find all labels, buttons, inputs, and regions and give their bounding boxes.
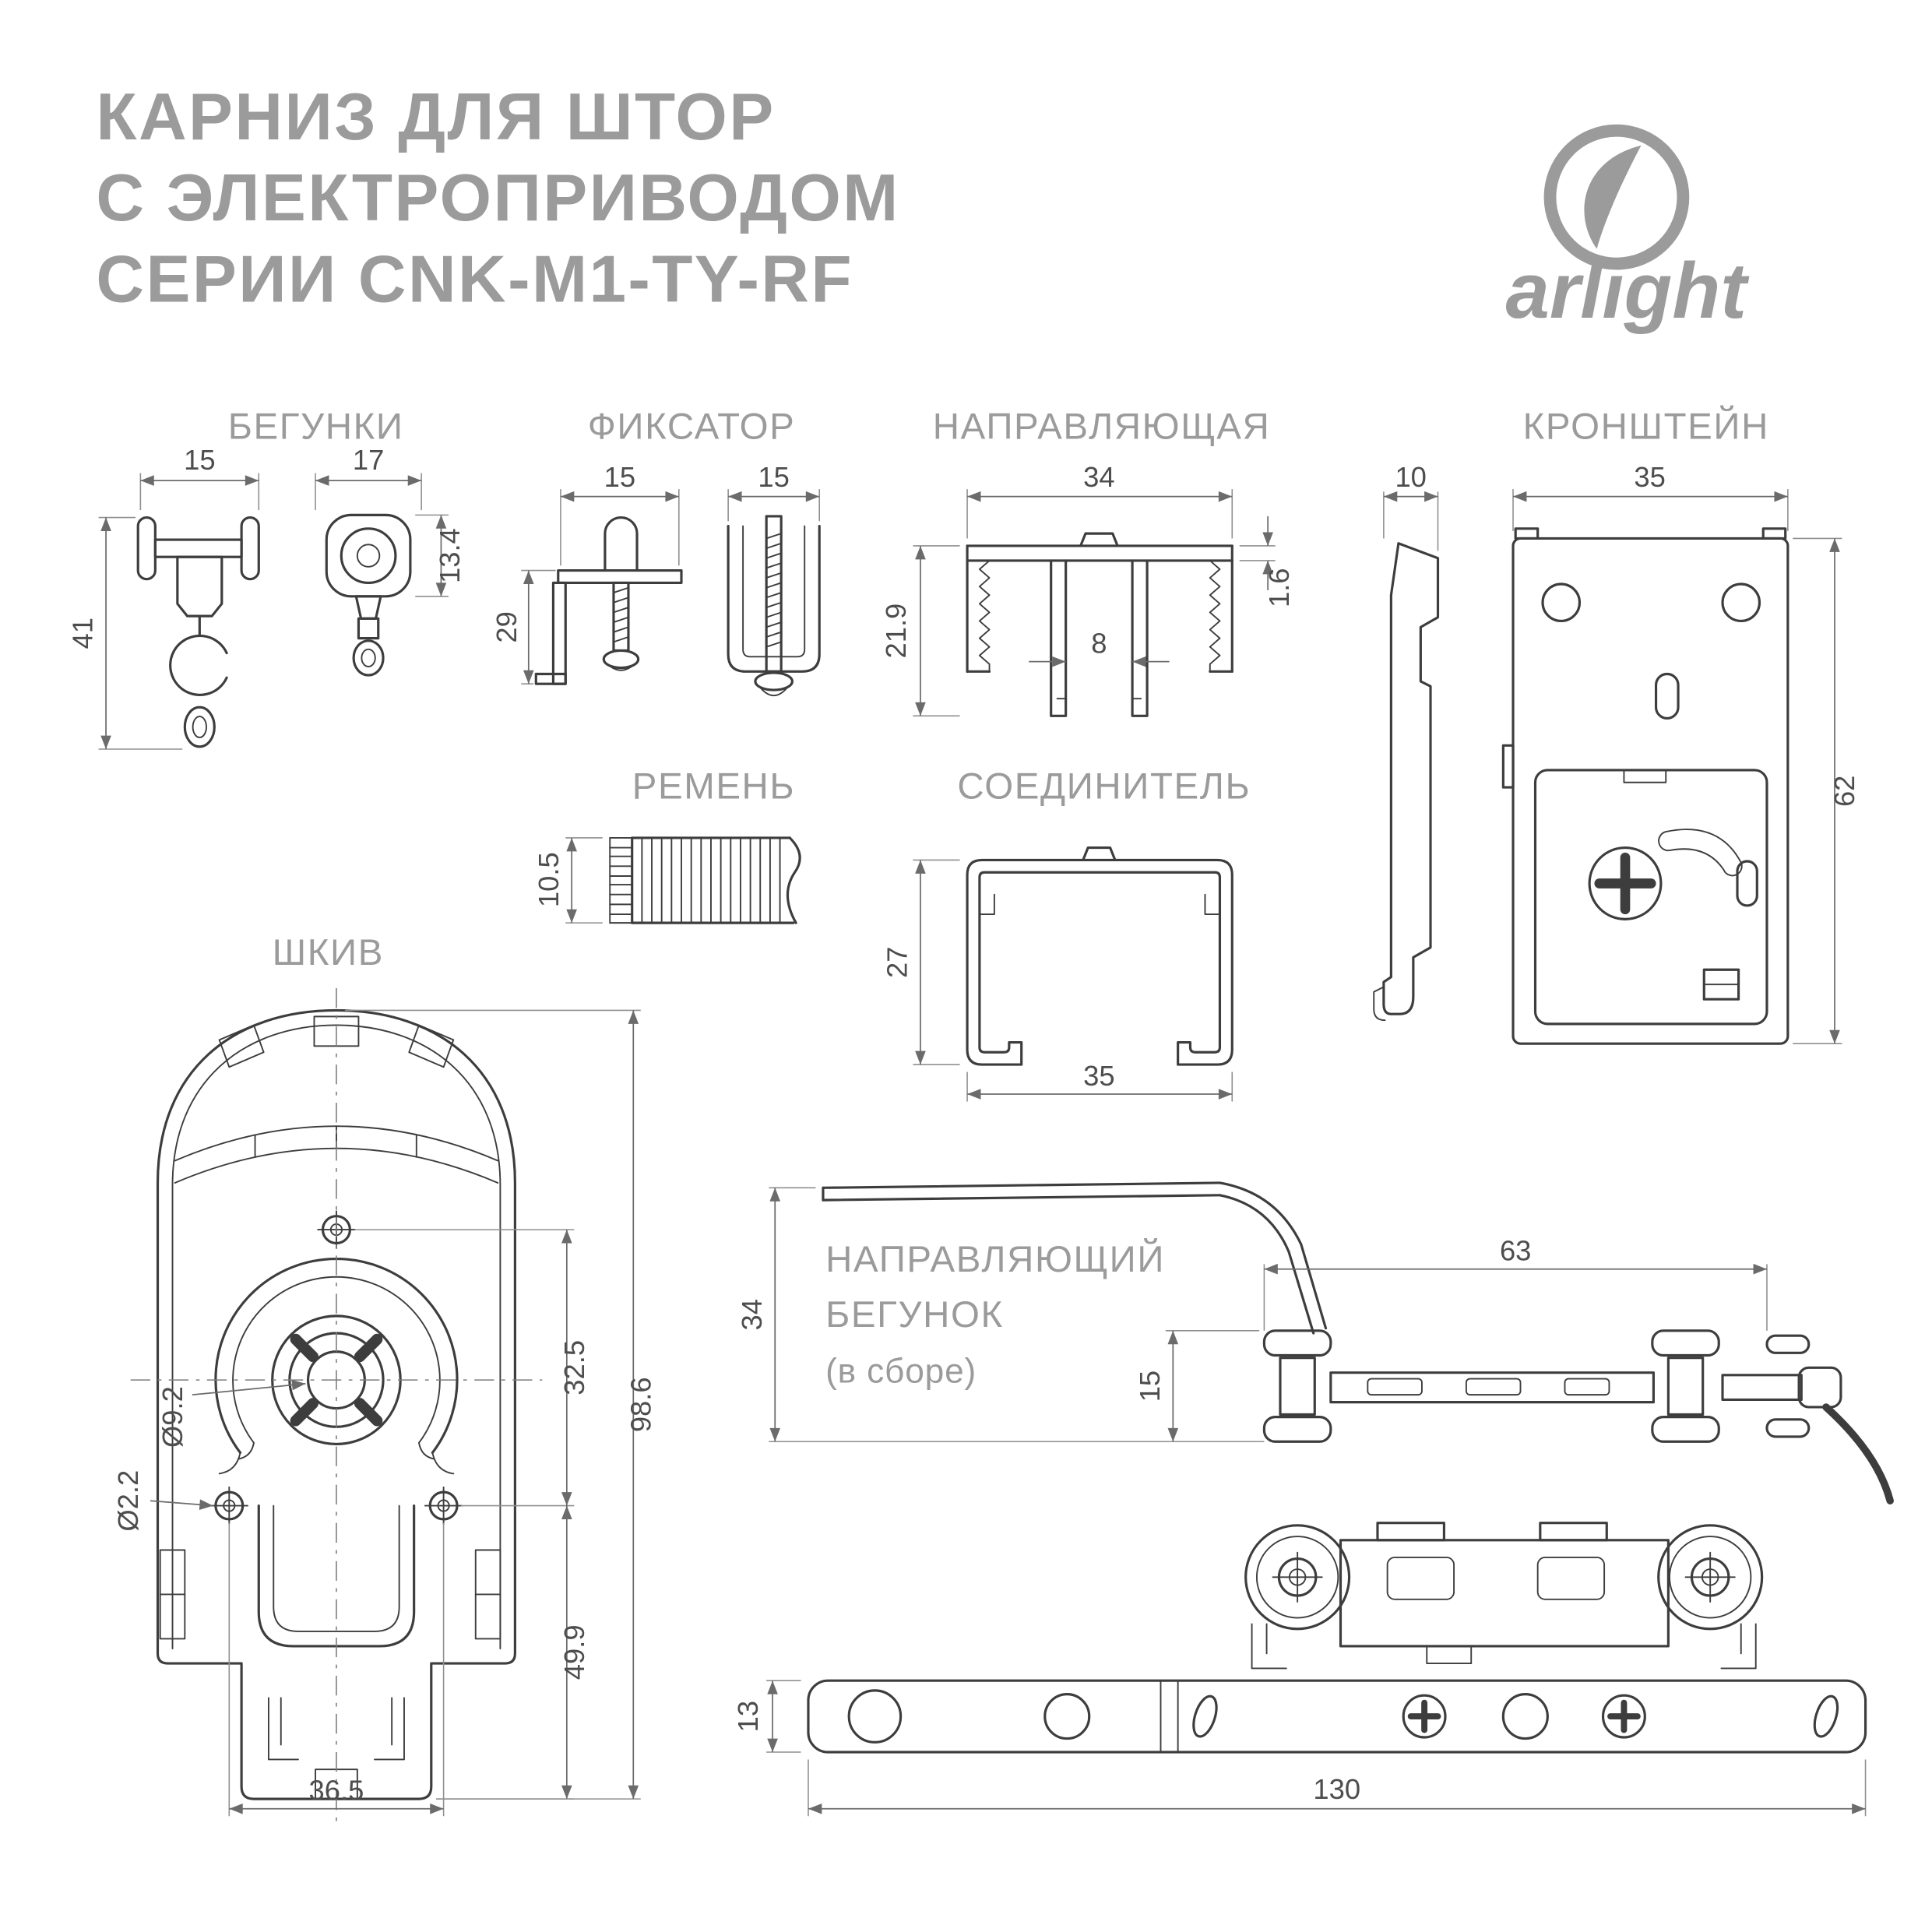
carrier-top-dimensions: 63 34 15 [736, 1187, 1768, 1443]
fixator-angle-part [534, 516, 683, 685]
fixator-dimensions: 15 15 29 [491, 461, 820, 684]
label-pulley: ШКИВ [272, 932, 384, 973]
dim-pulley-total: 98.6 [625, 1377, 656, 1432]
runner-hook-part [136, 516, 260, 748]
pulley-dimensions: 32.5 49.9 98.6 36.5 Ø9.2 Ø2.2 [112, 1009, 656, 1817]
logo-swoosh-icon [1584, 145, 1642, 249]
pulley-housing [130, 987, 543, 1821]
dim-belt-height: 10.5 [533, 852, 565, 907]
connector-drawing: 27 35 [882, 846, 1233, 1102]
brand-logo: arlight [1506, 124, 1751, 335]
connector-profile [966, 846, 1233, 1066]
dim-fixator-height: 29 [491, 611, 523, 642]
label-carrier-line3: (в сборе) [825, 1351, 977, 1390]
carrier-drawing: 63 34 15 [732, 1181, 1894, 1817]
runners-drawing: 15 17 41 13.4 [67, 444, 466, 750]
logo-circle-icon [1543, 124, 1690, 270]
dim-carrier-length: 130 [1313, 1773, 1360, 1805]
page-title: КАРНИЗ ДЛЯ ШТОР С ЭЛЕКТРОПРИВОДОМ СЕРИИ … [96, 76, 899, 320]
runners-dimensions: 15 17 41 13.4 [67, 444, 466, 750]
dim-runners-height: 41 [67, 618, 99, 649]
connector-dimensions: 27 35 [882, 859, 1233, 1102]
rail-profile [966, 532, 1233, 717]
label-carrier: НАПРАВЛЯЮЩИЙ БЕГУНОК (в сборе) [825, 1232, 1165, 1399]
dim-bracket-width: 35 [1634, 461, 1665, 493]
dim-runners-width-left: 15 [184, 444, 215, 476]
bracket-front-view [1501, 527, 1789, 1045]
bracket-dimensions: 10 35 62 [1383, 461, 1860, 1044]
dim-rail-slot: 8 [1091, 628, 1107, 660]
dim-pulley-lower: 49.9 [558, 1624, 590, 1680]
belt-part [609, 836, 801, 924]
label-carrier-line1: НАПРАВЛЯЮЩИЙ [825, 1239, 1166, 1280]
carrier-side-dimensions: 13 130 [732, 1680, 1867, 1817]
dim-fixator-width-left: 15 [604, 461, 635, 493]
label-rail: НАПРАВЛЯЮЩАЯ [932, 406, 1271, 448]
runner-roller-part [325, 513, 412, 677]
fixator-drawing: 15 15 29 [491, 461, 821, 697]
dim-carrier-bar-height: 13 [732, 1701, 764, 1732]
dim-pulley-width: 36.5 [309, 1775, 364, 1807]
dim-pulley-screw: Ø2.2 [112, 1470, 144, 1532]
dim-pulley-upper: 32.5 [558, 1340, 590, 1395]
dim-rail-height: 21.9 [880, 604, 912, 659]
dim-pulley-bore: Ø9.2 [157, 1386, 188, 1448]
dim-connector-height: 27 [882, 947, 913, 978]
rail-drawing: 34 21.9 1.6 8 [880, 461, 1295, 717]
bracket-drawing: 10 35 62 [1373, 461, 1860, 1045]
label-connector: СОЕДИНИТЕЛЬ [957, 766, 1251, 808]
belt-dimensions: 10.5 [533, 837, 603, 924]
pulley-drawing: 32.5 49.9 98.6 36.5 Ø9.2 Ø2.2 [112, 987, 656, 1821]
title-line-3: СЕРИИ CNK-M1-TY-RF [96, 242, 853, 317]
dim-carrier-wheels: 15 [1134, 1371, 1166, 1402]
dim-carrier-height: 34 [736, 1299, 768, 1330]
dim-fixator-width-right: 15 [758, 461, 789, 493]
dim-bracket-height: 62 [1828, 776, 1860, 807]
fixator-clamp-part [727, 515, 821, 697]
dim-runners-width-right: 17 [353, 444, 384, 476]
rail-dimensions: 34 21.9 1.6 8 [880, 461, 1295, 717]
dim-bracket-depth: 10 [1395, 461, 1426, 493]
dim-connector-width: 35 [1083, 1060, 1114, 1092]
carrier-top-view [822, 1181, 1894, 1504]
dim-rail-width: 34 [1083, 461, 1114, 493]
label-belt: РЕМЕНЬ [632, 766, 796, 808]
belt-drawing: 10.5 [533, 836, 801, 924]
label-bracket: КРОНШТЕЙН [1522, 406, 1769, 448]
brand-name: arlight [1506, 247, 1751, 335]
label-carrier-line2: БЕГУНОК [825, 1294, 1004, 1336]
bracket-side-view [1373, 542, 1440, 1022]
dim-rail-flange: 1.6 [1263, 568, 1295, 607]
title-line-1: КАРНИЗ ДЛЯ ШТОР [96, 79, 776, 154]
label-fixator: ФИКСАТОР [587, 406, 796, 448]
title-line-2: С ЭЛЕКТРОПРИВОДОМ [96, 161, 900, 236]
dim-runners-roller-height: 13.4 [434, 528, 466, 583]
dim-carrier-arm: 63 [1500, 1235, 1531, 1267]
label-runners: БЕГУНКИ [227, 406, 404, 448]
carrier-side-view [807, 1522, 1867, 1754]
